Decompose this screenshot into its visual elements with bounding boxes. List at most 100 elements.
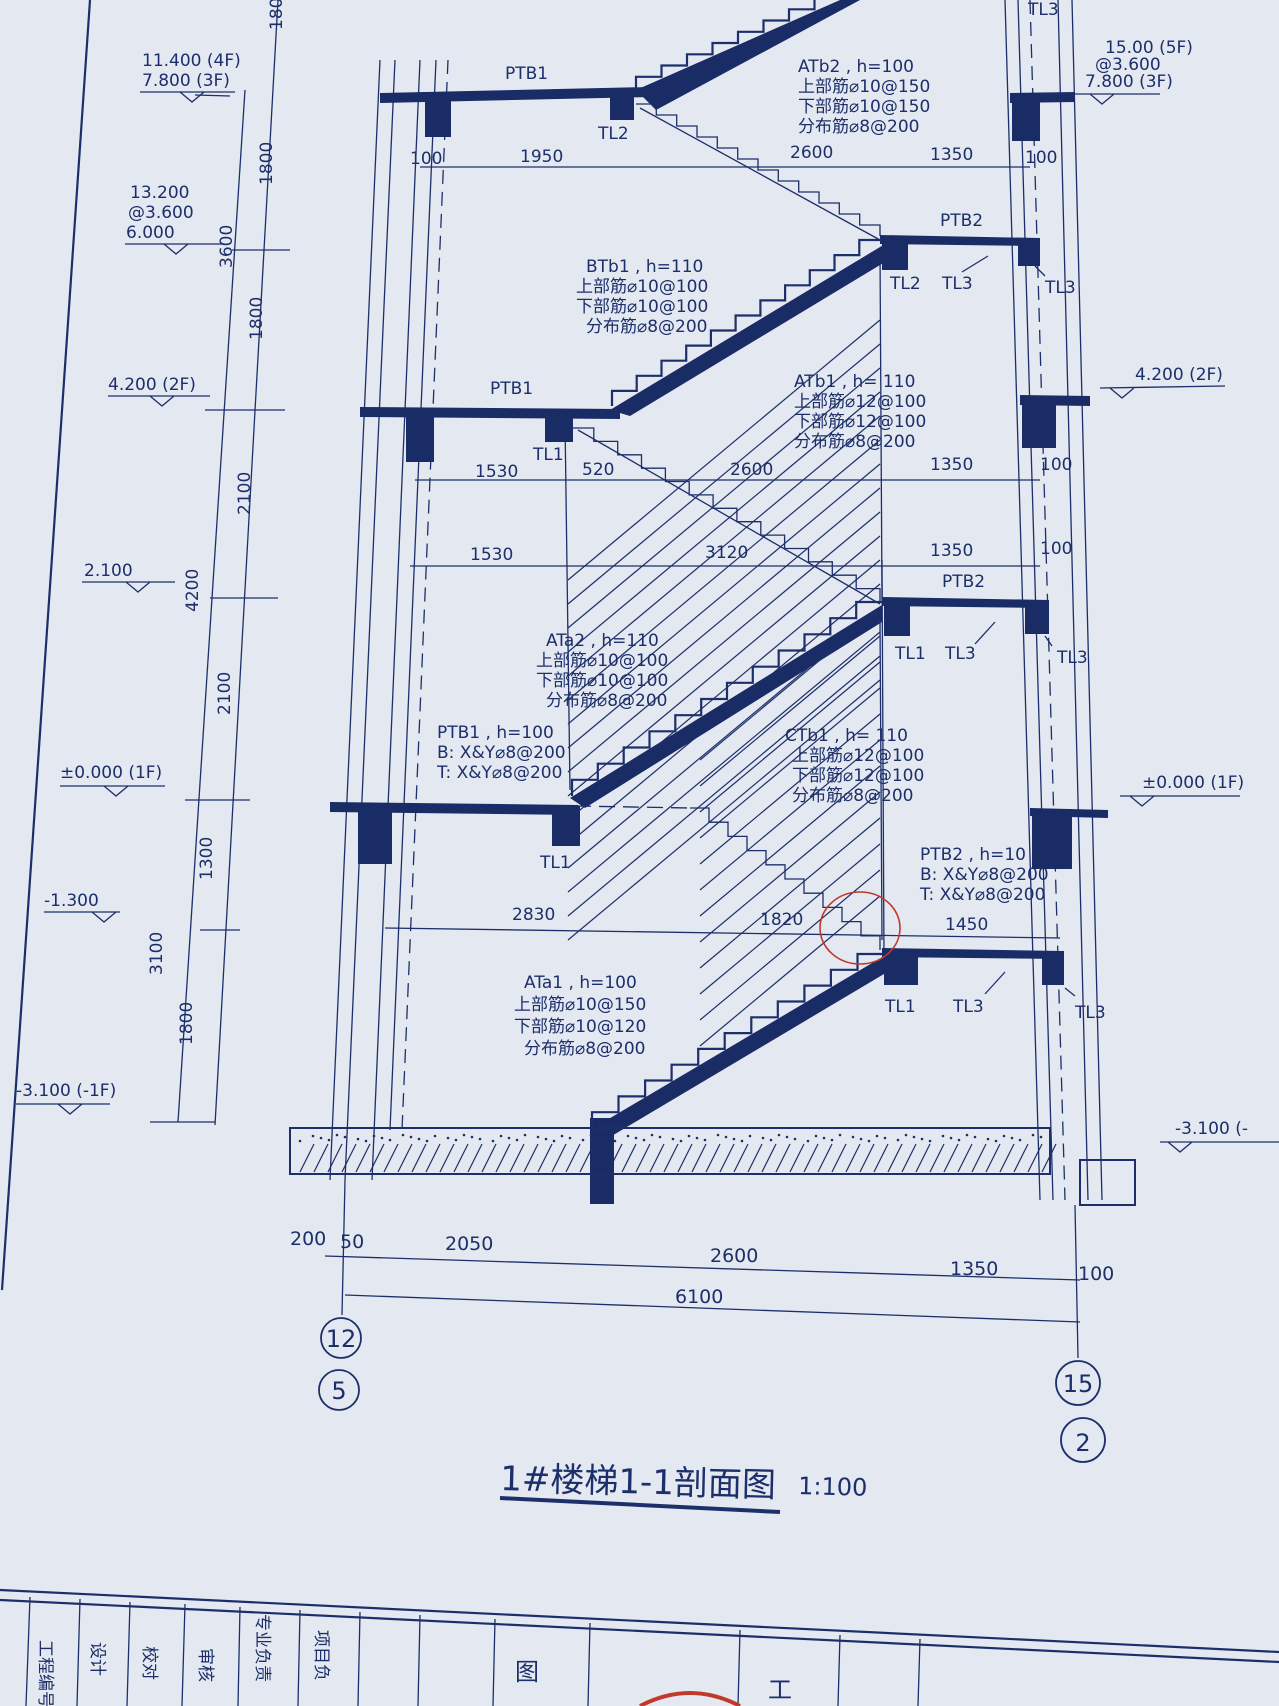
vertical-dimension-lines: [150, 0, 290, 1126]
elev-left-3: 13.200: [130, 183, 189, 203]
annotation-line: 上部筋⌀12@100: [792, 746, 924, 766]
hdim-4-1: 2830: [512, 905, 555, 925]
drawing-scale: 1:100: [798, 1472, 868, 1502]
section-hatch: [564, 249, 883, 1047]
vdim-inner-6: 1300: [197, 837, 217, 880]
drawing-title-text: 1#楼梯1-1剖面图: [500, 1459, 777, 1506]
beam-label: TL1: [532, 445, 564, 465]
annotation-line: 分布筋⌀8@200: [794, 432, 916, 452]
annotation-atb1: ATb1 , h= 110 上部筋⌀12@100 下部筋⌀12@100 分布筋⌀…: [794, 372, 926, 452]
annotation-line: 下部筋⌀10@120: [514, 1017, 646, 1037]
beam-label: PTB1: [490, 379, 533, 399]
annotation-line: 上部筋⌀10@100: [576, 277, 708, 297]
hdim-b1-1: 200: [290, 1228, 326, 1250]
elev-right-1: 15.00 (5F): [1105, 38, 1193, 58]
hdim-2-5: 100: [1040, 455, 1072, 475]
title-block: 工程编号 设计 校对 审核 专业负责 项目负 图 工: [0, 1588, 1279, 1706]
elev-right-3: 7.800 (3F): [1085, 72, 1173, 92]
hidden-flights: [570, 103, 881, 950]
elev-left-1: 11.400 (4F): [142, 51, 241, 71]
hdim-3-4: 100: [1040, 539, 1072, 559]
annotation-ptb2: PTB2 , h=10 B: X&Y⌀8@200 T: X&Y⌀8@200: [919, 845, 1049, 905]
hdim-2-2: 520: [582, 460, 614, 480]
annotation-line: 上部筋⌀10@150: [798, 77, 930, 97]
hdim-3-1: 1530: [470, 545, 513, 565]
floor-slabs: [330, 87, 1108, 1204]
hdim-row-3: 1530 3120 1350 100: [470, 539, 1072, 565]
elev-left-2: 7.800 (3F): [142, 71, 230, 91]
axis-bubble-left-bottom: 5: [331, 1377, 346, 1405]
elev-right-6: -3.100 (-: [1175, 1119, 1248, 1139]
hdim-bottom-1: 200 50 2050 2600 1350 100: [290, 1228, 1114, 1285]
annotation-line: 上部筋⌀10@150: [514, 995, 646, 1015]
beam-label: TL3: [941, 274, 973, 294]
foundation: [289, 1127, 1136, 1206]
outer-vertical-dims: 3600 4200 3100: [147, 225, 237, 975]
hdim-1-1: 100: [410, 149, 442, 169]
stair-flights: [570, 0, 885, 1140]
elev-left-4: @3.600: [128, 203, 194, 223]
hdim-b1-3: 2050: [445, 1233, 493, 1255]
beam-label: TL3: [1027, 0, 1059, 20]
hdim-b1-2: 50: [340, 1231, 364, 1253]
beam-label: TL3: [1074, 1003, 1106, 1023]
vdim-outer-2: 4200: [183, 569, 203, 612]
annotation-ptb1: PTB1 , h=100 B: X&Y⌀8@200 T: X&Y⌀8@200: [436, 723, 566, 783]
annotation-line: ATa2 , h=110: [546, 631, 659, 651]
annotation-line: 下部筋⌀12@100: [792, 766, 924, 786]
title-block-cell: 审核: [195, 1648, 215, 1682]
beam-label: TL1: [894, 644, 926, 664]
hdim-2-3: 2600: [730, 460, 773, 480]
vdim-inner-2: 1800: [257, 142, 277, 185]
beam-label: TL2: [597, 124, 629, 144]
annotation-ctb1: CTb1 , h= 110 上部筋⌀12@100 下部筋⌀12@100 分布筋⌀…: [785, 726, 924, 806]
hdim-b1-4: 2600: [710, 1245, 758, 1267]
left-walls: [329, 59, 449, 1181]
annotation-line: ATb2 , h=100: [798, 57, 914, 77]
beam-label: TL3: [1044, 278, 1076, 298]
elev-left-6: 4.200 (2F): [108, 375, 196, 395]
annotation-ata2: ATa2 , h=110 上部筋⌀10@100 下部筋⌀10@100 分布筋⌀8…: [536, 631, 668, 711]
hdim-1-4: 1350: [930, 145, 973, 165]
inner-vertical-dims: 1800 1800 1800 2100 2100 1300 1800: [177, 0, 287, 1045]
hdim-3-2: 3120: [705, 543, 748, 563]
elevation-markers-left: 11.400 (4F) 7.800 (3F) 13.200 @3.600 6.0…: [16, 51, 241, 1115]
title-block-cell: 工: [768, 1676, 792, 1704]
elev-left-7: 2.100: [84, 561, 133, 581]
annotation-line: 分布筋⌀8@200: [524, 1039, 646, 1059]
annotation-ata1: ATa1 , h=100 上部筋⌀10@150 下部筋⌀10@120 分布筋⌀8…: [514, 973, 646, 1059]
vdim-inner-7: 1800: [177, 1002, 197, 1045]
elev-right-4: 4.200 (2F): [1135, 365, 1223, 385]
annotation-line: CTb1 , h= 110: [785, 726, 908, 746]
title-block-cell: 专业负责: [252, 1614, 272, 1682]
elev-left-5: 6.000: [126, 223, 175, 243]
annotation-line: B: X&Y⌀8@200: [437, 743, 566, 763]
beam-labels: PTB1 TL2 PTB2 TL2 TL3 TL3 PTB1 TL1 PTB2 …: [490, 0, 1106, 1023]
hdim-2-4: 1350: [930, 455, 973, 475]
hdim-4-3: 1450: [945, 915, 988, 935]
title-block-cell: 工程编号: [35, 1640, 55, 1706]
annotation-line: PTB2 , h=10: [920, 845, 1026, 865]
hdim-b1-6: 100: [1078, 1263, 1114, 1285]
annotation-btb1: BTb1 , h=110 上部筋⌀10@100 下部筋⌀10@100 分布筋⌀8…: [576, 257, 708, 337]
annotation-line: PTB1 , h=100: [437, 723, 554, 743]
hdim-3-3: 1350: [930, 541, 973, 561]
annotation-line: 分布筋⌀8@200: [586, 317, 708, 337]
vdim-outer-3: 3100: [147, 932, 167, 975]
axis-bubble-left-top: 12: [326, 1325, 357, 1353]
annotation-line: 下部筋⌀12@100: [794, 412, 926, 432]
beam-label: PTB1: [505, 64, 548, 84]
beam-label: PTB2: [940, 211, 983, 231]
elev-right-2: @3.600: [1095, 55, 1161, 75]
beam-label: TL3: [952, 997, 984, 1017]
annotation-atb2: ATb2 , h=100 上部筋⌀10@150 下部筋⌀10@150 分布筋⌀8…: [798, 57, 930, 137]
annotation-line: ATb1 , h= 110: [794, 372, 915, 392]
hdim-1-3: 2600: [790, 143, 833, 163]
annotation-line: 分布筋⌀8@200: [546, 691, 668, 711]
annotation-line: 下部筋⌀10@150: [798, 97, 930, 117]
title-block-cell: 校对: [139, 1646, 159, 1680]
beam-label: TL1: [884, 997, 916, 1017]
annotation-line: 上部筋⌀10@100: [536, 651, 668, 671]
